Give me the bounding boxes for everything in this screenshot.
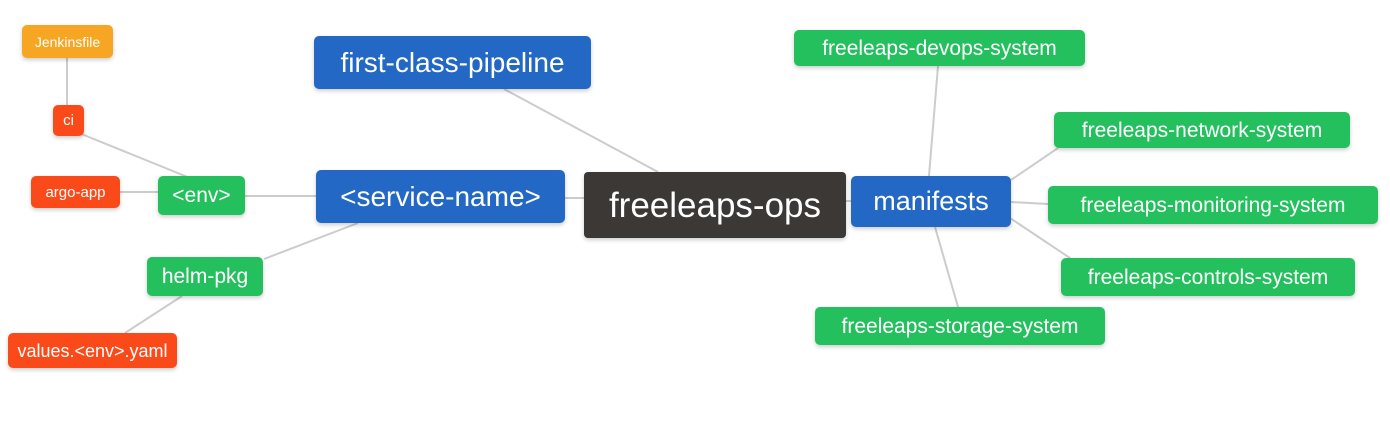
edge-pipeline-freeleaps-ops <box>503 88 659 173</box>
node-helm-pkg[interactable]: helm-pkg <box>147 257 263 296</box>
edge-manifests-network <box>1010 147 1059 181</box>
node-manifests[interactable]: manifests <box>851 176 1011 227</box>
node-first-class-pipeline[interactable]: first-class-pipeline <box>314 36 591 89</box>
edge-ci-env <box>78 132 191 179</box>
edge-manifests-controls <box>1009 217 1071 259</box>
node-freeleaps-network-system[interactable]: freeleaps-network-system <box>1054 112 1350 148</box>
node-jenkinsfile[interactable]: Jenkinsfile <box>22 25 113 58</box>
edge-manifests-monitoring <box>1010 201 1049 205</box>
edge-values-helm-pkg <box>124 295 183 334</box>
node-service-name[interactable]: <service-name> <box>316 170 565 223</box>
node-freeleaps-monitoring-system[interactable]: freeleaps-monitoring-system <box>1048 186 1378 224</box>
node-freeleaps-controls-system[interactable]: freeleaps-controls-system <box>1061 258 1355 296</box>
node-freeleaps-ops-root[interactable]: freeleaps-ops <box>584 172 846 238</box>
node-env[interactable]: <env> <box>158 176 245 215</box>
node-freeleaps-storage-system[interactable]: freeleaps-storage-system <box>815 307 1105 345</box>
node-argo-app[interactable]: argo-app <box>31 176 120 208</box>
node-freeleaps-devops-system[interactable]: freeleaps-devops-system <box>794 30 1085 66</box>
edge-helm-pkg-service-name <box>263 222 359 260</box>
edge-manifests-devops <box>928 65 939 177</box>
edge-manifests-storage <box>934 226 959 308</box>
node-ci[interactable]: ci <box>53 105 84 136</box>
node-values-env-yaml[interactable]: values.<env>.yaml <box>8 333 177 368</box>
